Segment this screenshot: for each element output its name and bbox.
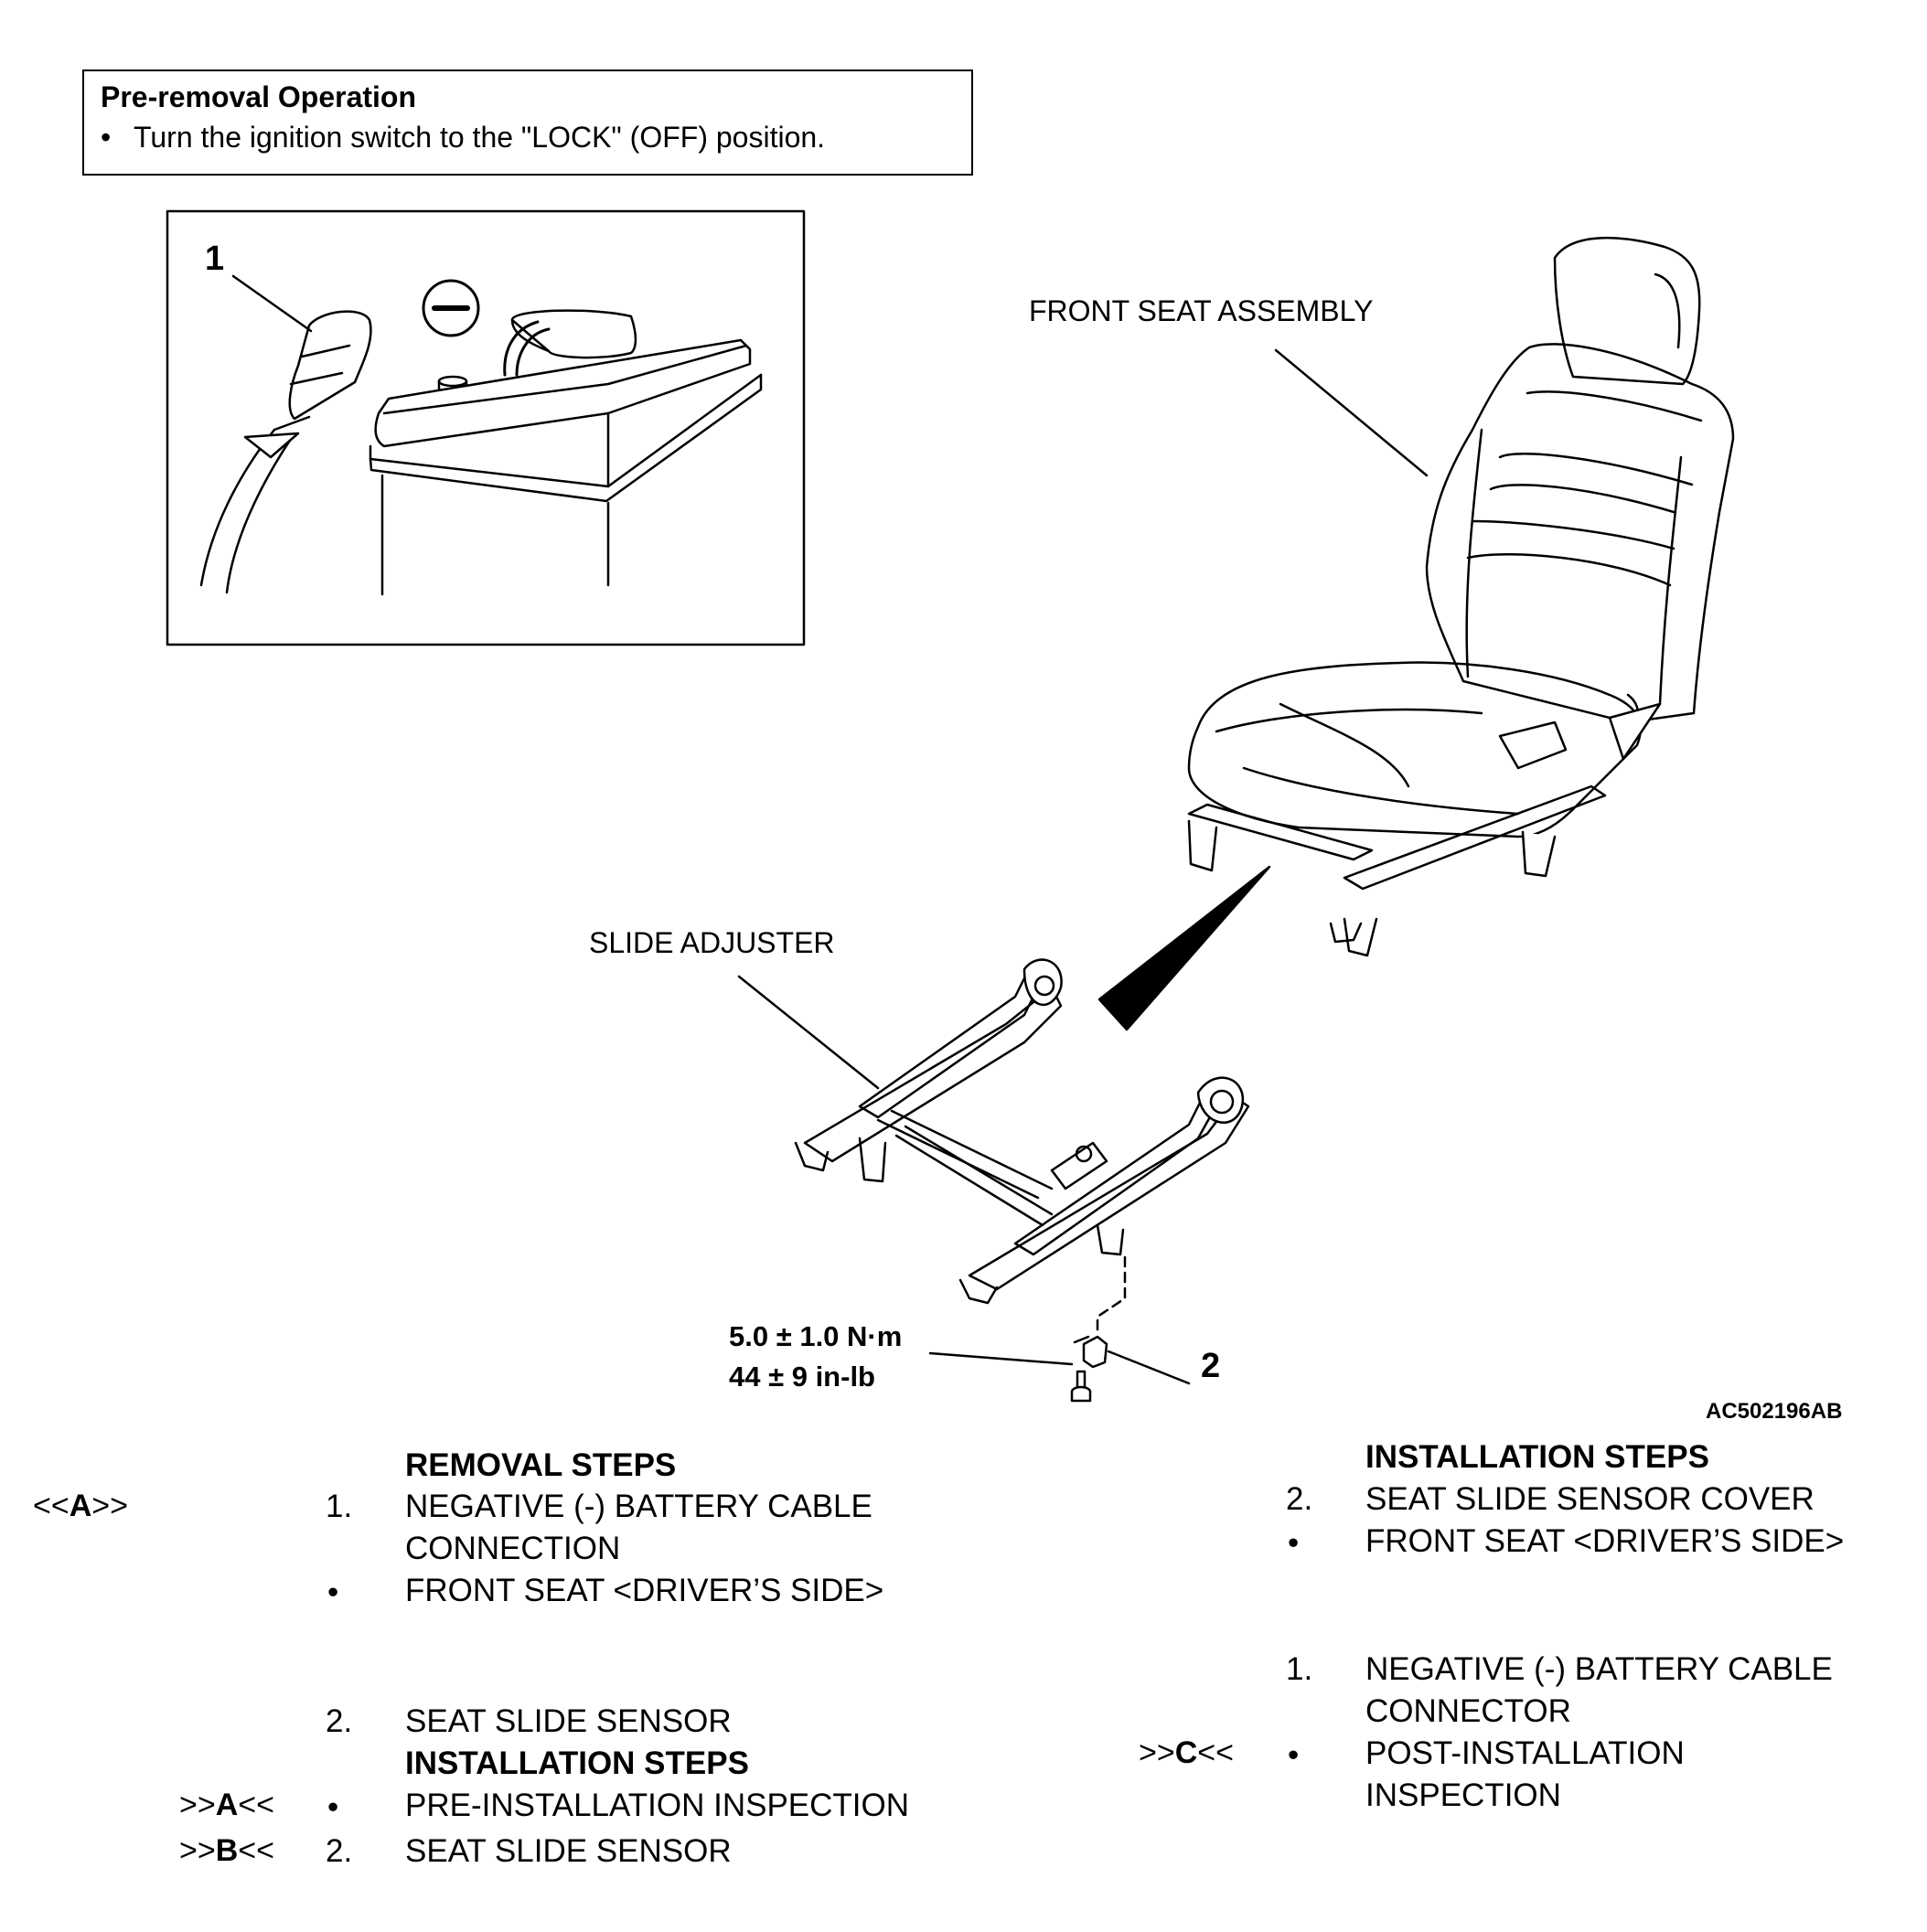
callout-1-label: 1 <box>205 240 225 278</box>
detail-pointer-triangle <box>1097 865 1271 1031</box>
installation-step-1-number: 1. <box>1286 1651 1313 1687</box>
positive-terminal-cover <box>510 309 637 359</box>
seat-cushion <box>1187 661 1642 838</box>
seatbelt-buckle <box>1498 720 1568 770</box>
install-guide-line <box>1096 1255 1127 1337</box>
post-installation-text-line2: INSPECTION <box>1365 1777 1561 1813</box>
step-mark-C: >>C<< <box>1139 1735 1234 1770</box>
install-step-bullet: • <box>327 1789 339 1825</box>
front-seat-illustration <box>1187 237 1735 957</box>
slide-rail-left <box>803 986 1063 1163</box>
pre-removal-item: • Turn the ignition switch to the "LOCK" … <box>101 121 825 155</box>
installation-step-2-text: SEAT SLIDE SENSOR COVER <box>1365 1481 1815 1517</box>
callout-1-leader <box>231 274 313 333</box>
bolt-head <box>1070 1390 1092 1403</box>
pre-removal-title: Pre-removal Operation <box>101 80 416 113</box>
cable-line-right <box>225 437 293 594</box>
step-mark-A-install: >>A<< <box>179 1788 274 1822</box>
installation-step-2-number: 2. <box>1286 1481 1313 1517</box>
torque-nm-label: 5.0 ± 1.0 N·m <box>729 1320 903 1352</box>
battery-illustration <box>199 274 763 596</box>
removal-step-front-seat-text: FRONT SEAT <DRIVER’S SIDE> <box>405 1573 884 1608</box>
front-seat-leader <box>1274 348 1429 477</box>
cable-line-left <box>199 428 276 587</box>
installation-step-1-text-line2: CONNECTOR <box>1365 1693 1571 1729</box>
removal-step-1-text: NEGATIVE (-) BATTERY CABLE <box>405 1489 873 1524</box>
pre-removal-item-text: Turn the ignition switch to the "LOCK" (… <box>134 121 826 154</box>
sensor-cover <box>1082 1335 1108 1369</box>
slide-adjuster-label: SLIDE ADJUSTER <box>589 926 835 959</box>
slide-motor <box>1050 1141 1108 1190</box>
pre-installation-inspection-text: PRE-INSTALLATION INSPECTION <box>405 1788 910 1823</box>
torque-leader <box>928 1351 1074 1366</box>
cross-tube-2 <box>894 1134 1044 1227</box>
removal-step-2-text: SEAT SLIDE SENSOR <box>405 1703 732 1739</box>
bullet: • <box>101 121 112 154</box>
removal-step-2-number: 2. <box>326 1703 353 1739</box>
slide-adjuster-leader <box>737 975 880 1090</box>
removal-steps-heading: REMOVAL STEPS <box>405 1447 677 1483</box>
removal-install-steps-heading: INSTALLATION STEPS <box>405 1745 749 1781</box>
removal-step-bullet: • <box>327 1574 339 1610</box>
removal-step-1-number: 1. <box>326 1489 353 1524</box>
headrest <box>1553 237 1701 386</box>
post-installation-text: POST-INSTALLATION <box>1365 1735 1685 1771</box>
figure-code: AC502196AB <box>1706 1399 1843 1424</box>
callout-2-leader <box>1107 1350 1191 1385</box>
seat-slide-sensor-illustration <box>928 1335 1191 1403</box>
installation-step-1-text: NEGATIVE (-) BATTERY CABLE <box>1365 1651 1833 1687</box>
callout-2-label: 2 <box>1201 1347 1221 1385</box>
installation-step-bullet: • <box>1288 1525 1300 1561</box>
step-mark-B: >>B<< <box>179 1833 274 1868</box>
slide-adjuster-illustration <box>737 958 1250 1337</box>
install-step-2-text: SEAT SLIDE SENSOR <box>405 1833 732 1869</box>
seat-rail-left <box>1187 803 1374 861</box>
cable-clamp <box>243 432 300 459</box>
backrest <box>1425 343 1735 724</box>
removal-step-1-text-line2: CONNECTION <box>405 1531 621 1566</box>
front-seat-assembly-label: FRONT SEAT ASSEMBLY <box>1029 294 1374 327</box>
slide-rail-right <box>968 1095 1250 1291</box>
pre-removal-box: Pre-removal Operation • Turn the ignition… <box>82 69 973 176</box>
torque-inlb-label: 44 ± 9 in-lb <box>729 1361 875 1393</box>
post-installation-bullet: • <box>1288 1737 1300 1773</box>
install-step-2-number: 2. <box>326 1833 353 1869</box>
step-mark-A-removal: <<A>> <box>33 1489 128 1523</box>
minus-circle-icon <box>422 279 480 337</box>
installation-steps-heading: INSTALLATION STEPS <box>1365 1439 1709 1475</box>
cable-end-cap <box>288 310 372 421</box>
installation-front-seat-text: FRONT SEAT <DRIVER’S SIDE> <box>1365 1523 1845 1559</box>
battery-inset-frame <box>166 209 806 646</box>
seat-rail-right <box>1343 785 1607 891</box>
